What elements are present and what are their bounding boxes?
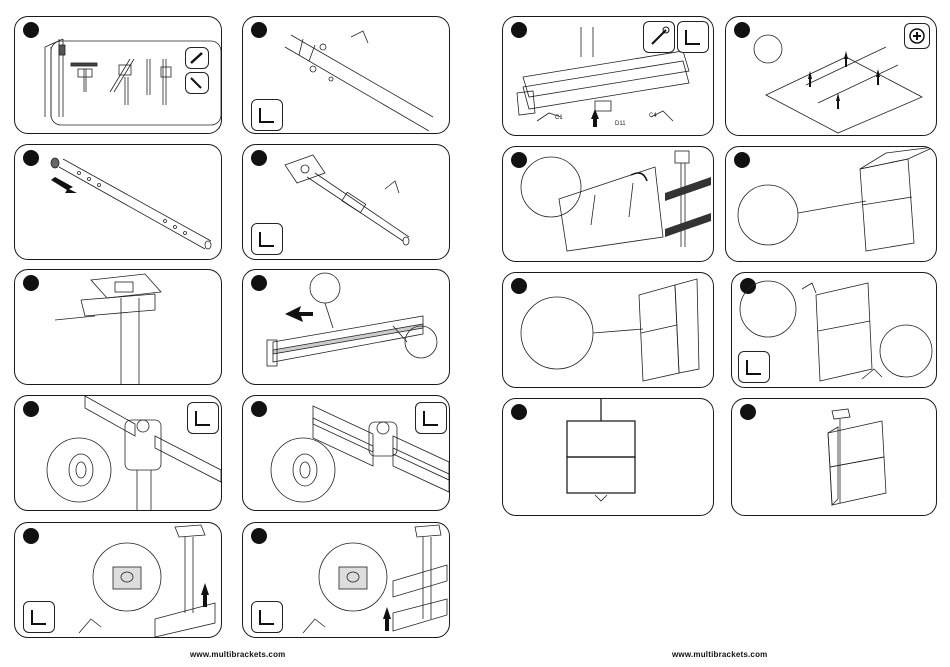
hex-key-icon — [251, 223, 283, 255]
screwdriver-icon — [185, 47, 209, 69]
hex-key-icon — [251, 99, 283, 131]
hex-key-icon — [185, 72, 209, 94]
hex-key-icon — [415, 402, 447, 434]
step-5-illustration — [15, 270, 221, 384]
screwdriver-icon — [904, 23, 930, 49]
step-14-panel — [725, 146, 937, 262]
step-15-illustration — [503, 273, 713, 387]
step-3-illustration — [15, 145, 221, 259]
hex-key-icon — [251, 601, 283, 633]
step-8-panel — [242, 395, 450, 511]
step-15-panel — [502, 272, 714, 388]
step-2-panel — [242, 16, 450, 134]
hex-key-icon — [187, 402, 219, 434]
step-6-illustration — [243, 270, 449, 384]
step-9-panel — [14, 522, 222, 638]
part-label-c1: C1 — [555, 115, 563, 121]
step-6-panel — [242, 269, 450, 385]
step-1-panel — [14, 16, 222, 134]
step-18-illustration — [732, 399, 936, 515]
step-12-panel — [725, 16, 937, 136]
hex-key-icon — [23, 601, 55, 633]
step-3-panel — [14, 144, 222, 260]
part-label-d11: D11 — [615, 121, 626, 127]
step-11-panel: C1 D11 C4 — [502, 16, 714, 136]
step-16-panel — [731, 272, 937, 388]
left-page-footer-url[interactable]: www.multibrackets.com — [190, 650, 286, 659]
step-4-panel — [242, 144, 450, 260]
step-13-panel — [502, 146, 714, 262]
right-page-footer-url[interactable]: www.multibrackets.com — [672, 650, 768, 659]
part-label-c4: C4 — [649, 113, 657, 119]
step-17-panel — [502, 398, 714, 516]
step-13-illustration — [503, 147, 713, 261]
step-5-panel — [14, 269, 222, 385]
step-17-illustration — [503, 399, 713, 515]
hex-key-icon — [738, 351, 770, 383]
step-18-panel — [731, 398, 937, 516]
hex-key-icon — [677, 21, 709, 53]
wrench-icon — [643, 21, 675, 53]
step-7-panel — [14, 395, 222, 511]
step-10-panel — [242, 522, 450, 638]
step-14-illustration — [726, 147, 936, 261]
